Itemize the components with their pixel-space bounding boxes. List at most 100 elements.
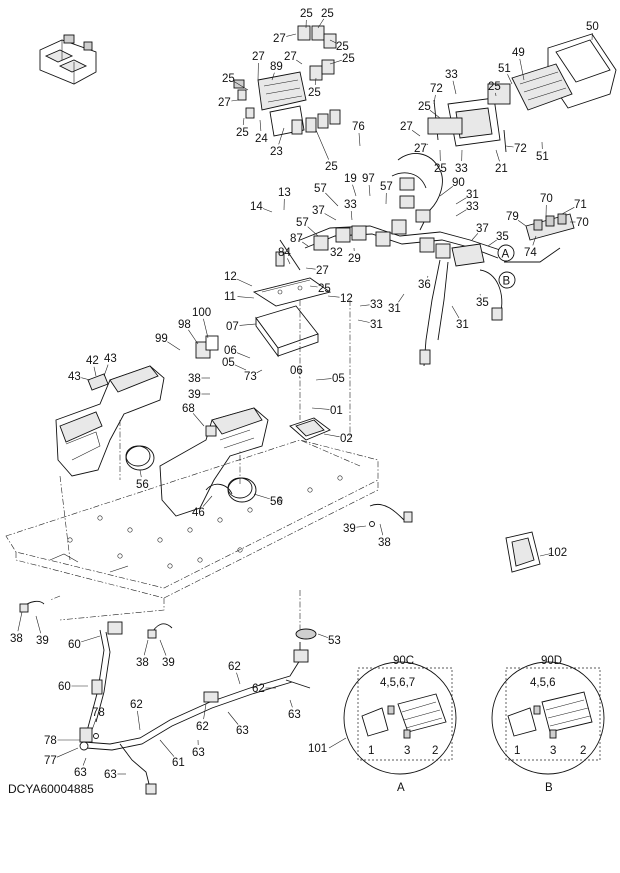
callout-63: 63 <box>74 767 87 779</box>
callout-60: 60 <box>68 639 81 651</box>
leader-line-60 <box>81 635 101 643</box>
detail-A-part-1: 1 <box>368 745 374 757</box>
callout-25: 25 <box>318 283 331 295</box>
callout-12: 12 <box>224 271 237 283</box>
callout-25: 25 <box>434 163 447 175</box>
callout-27: 27 <box>400 121 413 133</box>
callout-31: 31 <box>456 319 469 331</box>
detail-view-B <box>491 661 605 775</box>
callout-25: 25 <box>236 127 249 139</box>
leader-line-100 <box>203 318 209 339</box>
leader-line-63 <box>82 757 87 766</box>
callout-46: 46 <box>192 507 205 519</box>
callout-25: 25 <box>300 8 313 20</box>
callout-25: 25 <box>418 101 431 113</box>
callout-61: 61 <box>172 757 185 769</box>
callout-71: 71 <box>574 199 587 211</box>
left-console <box>55 365 165 477</box>
callout-63: 63 <box>288 709 301 721</box>
detail-A-letter: A <box>397 782 405 794</box>
leader-line-27 <box>305 267 316 270</box>
detail-B-pins: 4,5,6 <box>530 677 556 689</box>
leader-line-84 <box>287 258 291 265</box>
connector-row-70 <box>525 213 575 241</box>
callout-24: 24 <box>255 133 268 145</box>
leader-line-56 <box>253 493 270 500</box>
callout-23: 23 <box>270 146 283 158</box>
leader-line-78 <box>91 718 97 731</box>
leader-line-06 <box>236 352 251 359</box>
callout-33: 33 <box>445 69 458 81</box>
callout-62: 62 <box>228 661 241 673</box>
leader-line-39 <box>159 639 167 656</box>
leader-line-06 <box>299 376 301 379</box>
callout-68: 68 <box>182 403 195 415</box>
harness-38-right <box>369 504 413 527</box>
leader-line-12 <box>236 278 253 287</box>
leader-line-25 <box>495 92 497 97</box>
callout-90: 90 <box>452 177 465 189</box>
callout-27: 27 <box>252 51 265 63</box>
bracket-frame-21 <box>427 83 511 153</box>
callout-63: 63 <box>192 747 205 759</box>
leader-lines <box>17 18 593 775</box>
callout-60: 60 <box>58 681 71 693</box>
drawing-code: DCYA60004885 <box>8 782 94 796</box>
leader-line-51 <box>507 74 513 85</box>
connector-A-label: A <box>502 249 510 261</box>
callout-51: 51 <box>498 63 511 75</box>
leader-line-98 <box>188 329 199 345</box>
callout-27: 27 <box>273 33 286 45</box>
callout-62: 62 <box>252 683 265 695</box>
leader-line-89 <box>271 72 275 81</box>
leader-line-25 <box>314 77 317 86</box>
leader-line-43 <box>81 377 91 381</box>
callout-97: 97 <box>362 173 375 185</box>
callout-12: 12 <box>340 293 353 305</box>
callout-06: 06 <box>224 345 237 357</box>
callout-01: 01 <box>330 405 343 417</box>
callout-87: 87 <box>290 233 303 245</box>
callout-14: 14 <box>250 201 263 213</box>
operation-manual-102 <box>505 531 541 573</box>
module-02 <box>289 417 331 441</box>
cab-floor-plate <box>5 300 379 630</box>
detail-A-box-label: 90C <box>393 655 414 667</box>
callout-84: 84 <box>278 247 291 259</box>
callout-38: 38 <box>188 373 201 385</box>
callout-25: 25 <box>308 87 321 99</box>
callout-35: 35 <box>496 231 509 243</box>
callout-02: 02 <box>340 433 353 445</box>
callout-53: 53 <box>328 635 341 647</box>
leader-line-68 <box>192 413 205 427</box>
leader-line-63 <box>227 711 239 725</box>
callout-29: 29 <box>348 253 361 265</box>
leader-line-25 <box>315 129 329 160</box>
leader-line-56 <box>139 469 142 478</box>
leader-line-102 <box>539 553 551 557</box>
callout-13: 13 <box>278 187 291 199</box>
leader-line-57 <box>307 226 319 237</box>
leader-line-25 <box>317 18 325 29</box>
callout-38: 38 <box>10 633 23 645</box>
leader-line-53 <box>317 633 329 638</box>
right-console <box>159 407 269 517</box>
leader-line-46 <box>202 495 213 507</box>
connector-B-marker: B <box>498 271 516 289</box>
callout-25: 25 <box>222 73 235 85</box>
leader-line-61 <box>159 739 175 757</box>
callout-78: 78 <box>44 735 57 747</box>
main-wiring-harness <box>275 153 561 367</box>
leader-line-43 <box>103 364 109 377</box>
callout-36: 36 <box>418 279 431 291</box>
callout-05: 05 <box>222 357 235 369</box>
callout-31: 31 <box>388 303 401 315</box>
leader-line-99 <box>167 341 181 351</box>
leader-line-27 <box>426 143 429 145</box>
leader-line-72 <box>433 94 436 105</box>
controller-unit-49-50 <box>511 33 617 111</box>
detail-B-part-1: 1 <box>514 745 520 757</box>
detail-B-part-3: 3 <box>550 745 556 757</box>
